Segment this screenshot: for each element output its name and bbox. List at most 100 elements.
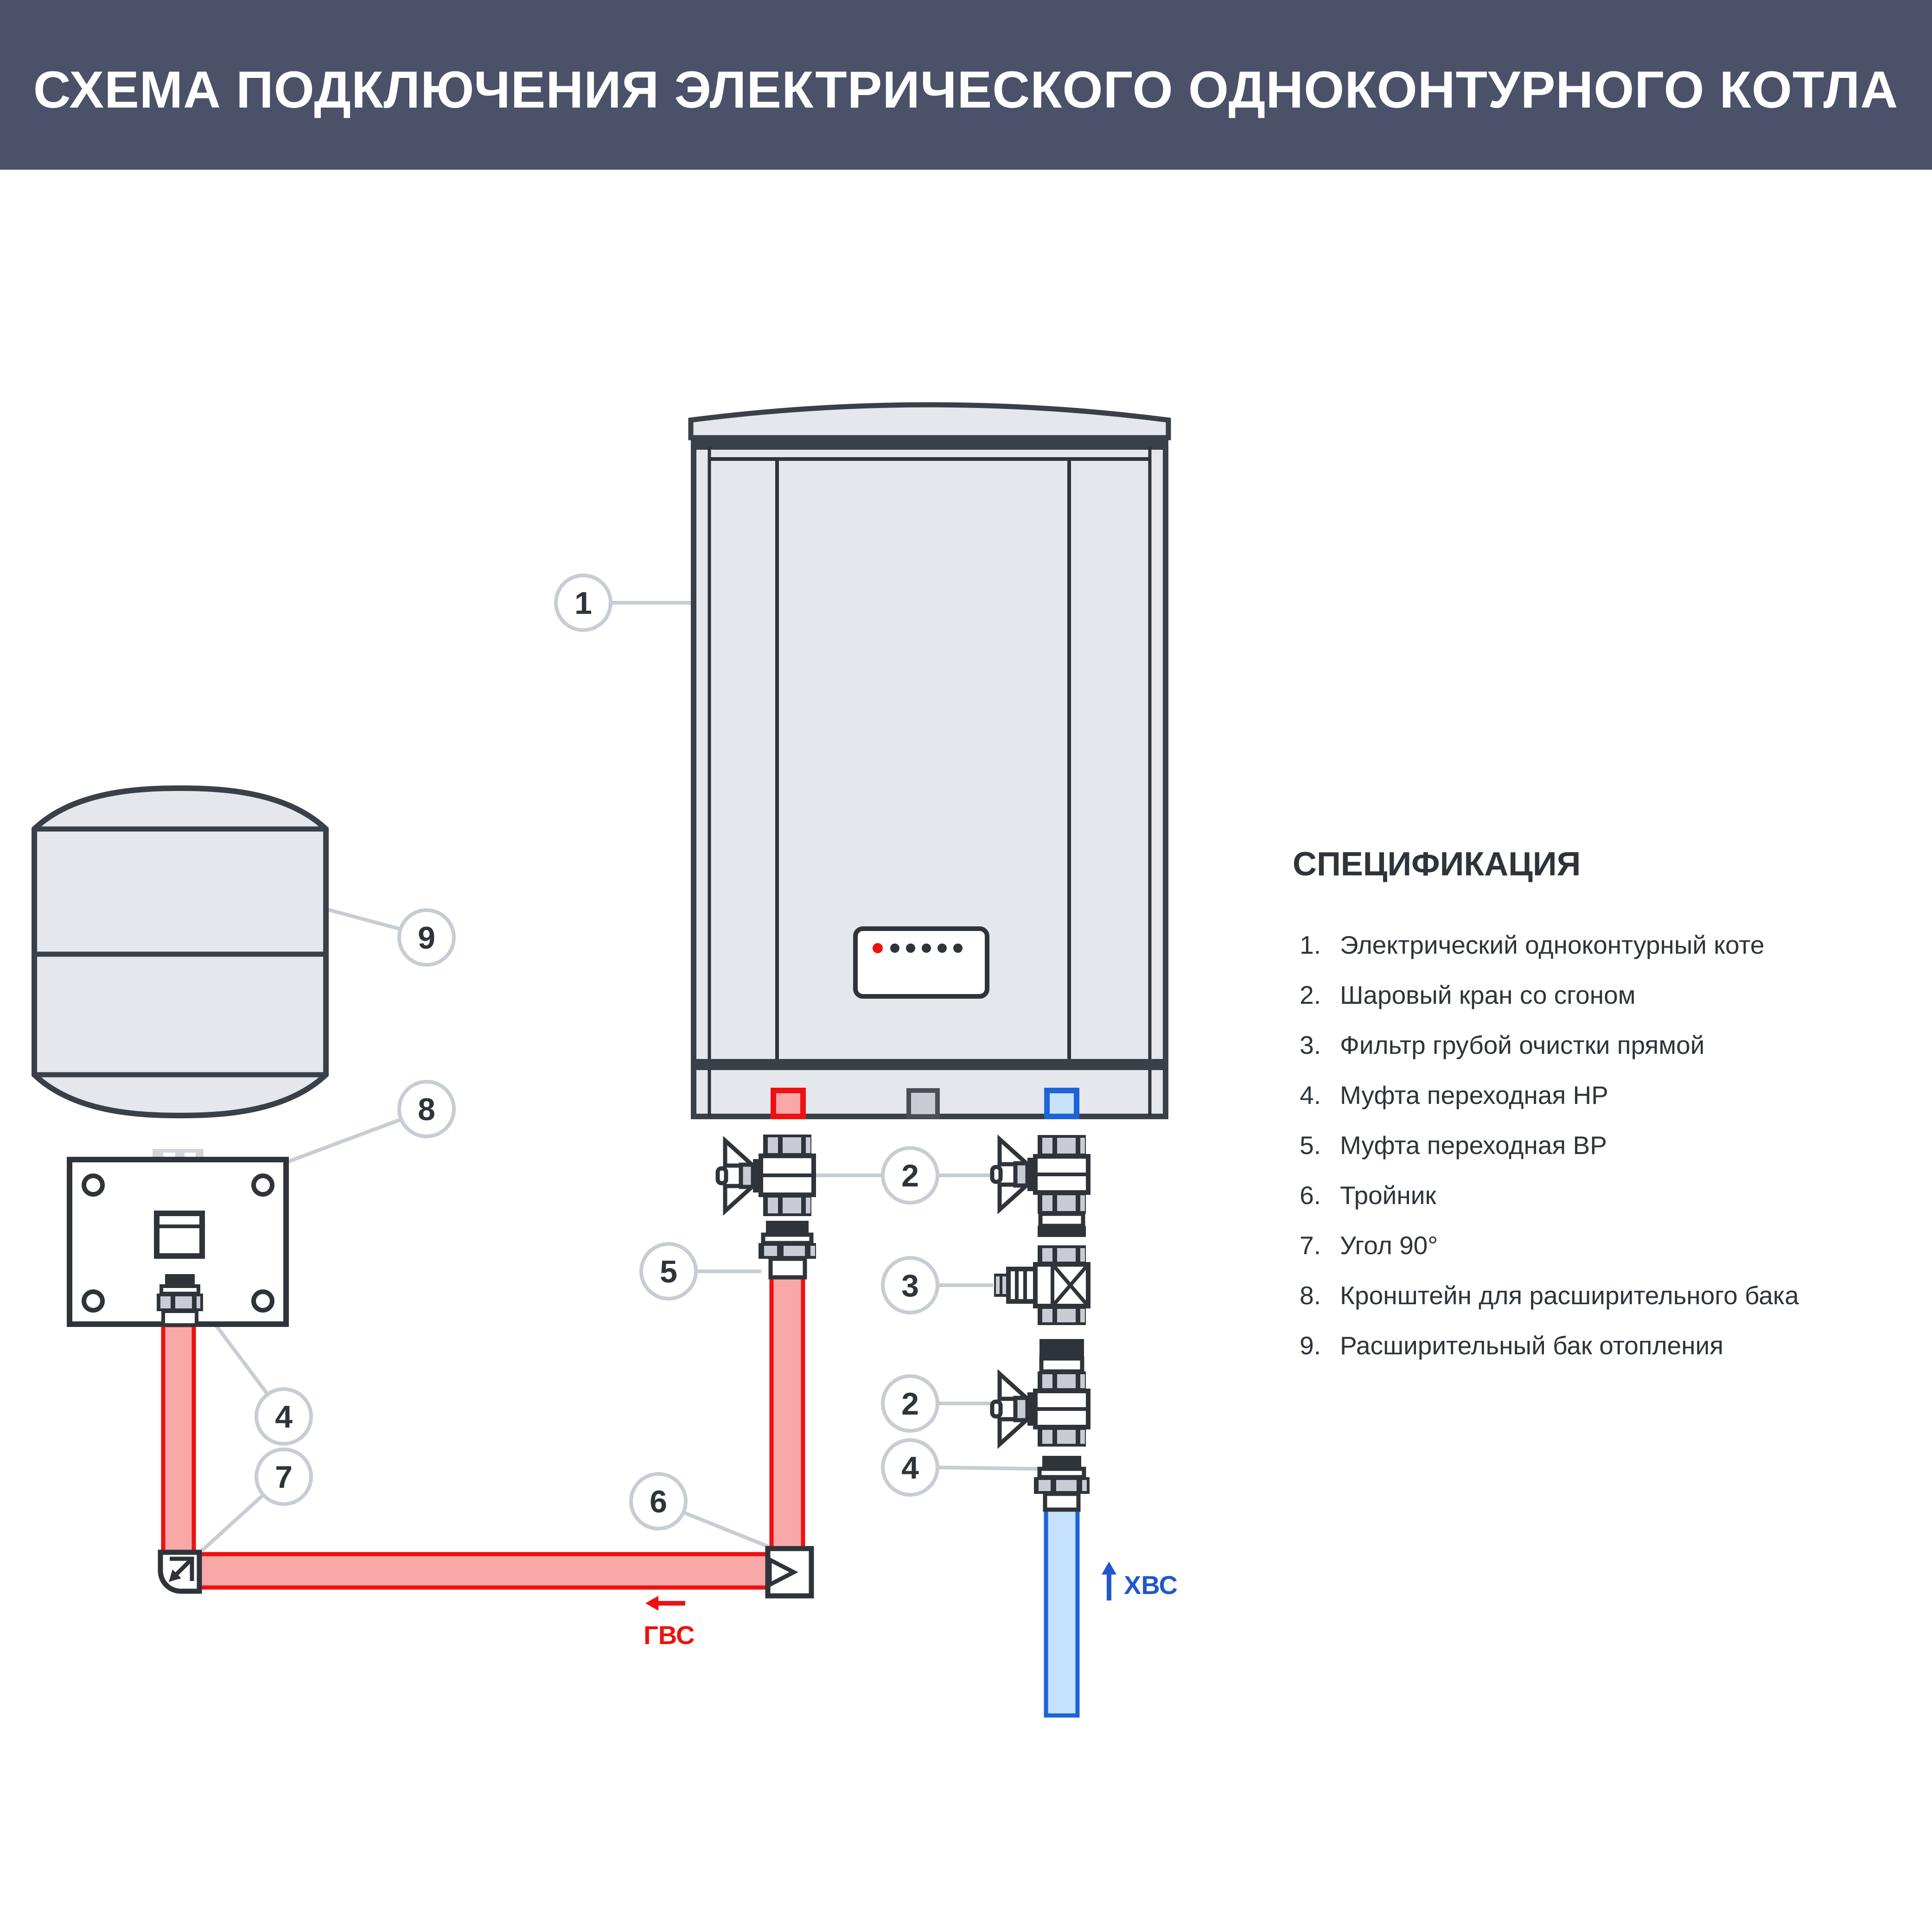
callout-circle <box>639 1242 698 1301</box>
boiler-body <box>691 444 1168 1119</box>
coupling-cap <box>766 1221 809 1235</box>
valve-cap <box>1039 1339 1084 1358</box>
callout-number: 2 <box>901 1386 919 1422</box>
thread-slot <box>1080 1138 1085 1154</box>
tee-arrow-icon <box>767 1556 798 1588</box>
filter-bowl <box>1006 1267 1038 1304</box>
hot-label-text: ГВС <box>644 1620 695 1650</box>
thread-slot <box>1057 1248 1076 1262</box>
callout-circle <box>881 1146 939 1205</box>
thread-slot <box>1080 1374 1085 1388</box>
cold-label-text: ХВС <box>1124 1570 1178 1600</box>
elbow-arrow-head-icon <box>169 1569 181 1582</box>
boiler-top-cap <box>688 402 1171 440</box>
spec-item-label: Электрический одноконтурный коте <box>1340 931 1765 959</box>
thread-slot <box>806 1137 810 1153</box>
spec-item-num: 5. <box>1300 1131 1321 1160</box>
callout-3-filter: 3 <box>881 1256 939 1314</box>
bracket-hole <box>251 1173 274 1197</box>
callout-number: 5 <box>660 1254 677 1289</box>
union-band <box>1038 1211 1085 1228</box>
boiler-stub-cold <box>1044 1088 1079 1119</box>
elbow-arrow-shaft <box>175 1557 194 1576</box>
coupling-hr-left <box>157 1274 203 1327</box>
status-led-icon <box>906 944 915 953</box>
filter-rib-slot <box>1002 1276 1006 1294</box>
spec-title: СПЕЦИФИКАЦИЯ <box>1293 846 1581 883</box>
bracket-hole <box>251 1289 274 1313</box>
callout-number: 9 <box>418 920 435 956</box>
spec-item-label: Угол 90° <box>1340 1231 1438 1260</box>
status-led-icon <box>922 944 931 953</box>
header-background <box>0 0 1932 170</box>
coupling-adapter <box>768 1256 807 1280</box>
header-bar: СХЕМА ПОДКЛЮЧЕНИЯ ЭЛЕКТРИЧЕСКОГО ОДНОКОН… <box>0 0 1932 170</box>
thread-slot <box>1080 1309 1085 1322</box>
bracket-square-port <box>154 1211 205 1259</box>
spec-item-label: Тройник <box>1340 1181 1437 1210</box>
union-dark-band <box>1038 1226 1086 1237</box>
filter-x-line <box>1051 1263 1090 1307</box>
leader-tank <box>324 907 402 931</box>
valve-pin <box>990 1399 1003 1419</box>
tee-fitting <box>765 1546 814 1599</box>
cold-pipe-vertical <box>1044 1507 1080 1718</box>
coupling-nut-slot <box>197 1296 200 1308</box>
status-led-icon <box>937 944 947 953</box>
thread-slot <box>1057 1195 1076 1211</box>
spec-item-label: Расширительный бак отопления <box>1340 1331 1723 1360</box>
thread-slot <box>1042 1195 1052 1211</box>
boiler-stub-drain <box>906 1088 940 1119</box>
valve-hub <box>739 1162 755 1189</box>
callout-number: 1 <box>574 586 592 621</box>
status-led-icon <box>890 944 899 953</box>
boiler-stub-hot <box>771 1088 806 1119</box>
thread-slot <box>1057 1374 1076 1388</box>
coupling-vr <box>759 1221 816 1280</box>
spec-item-label: Муфта переходная НР <box>1340 1081 1608 1109</box>
thread-slot <box>768 1198 778 1213</box>
thread-slot <box>1042 1374 1052 1388</box>
thread-slot <box>783 1137 801 1153</box>
coupling-nut-slot <box>810 1246 815 1256</box>
control-panel <box>853 926 989 999</box>
leader-tee <box>682 1511 770 1549</box>
spec-item-label: Муфта переходная ВР <box>1340 1131 1607 1160</box>
spec-item-label: Кронштейн для расширительного бака <box>1340 1281 1799 1310</box>
thread-slot <box>806 1198 810 1213</box>
callout-5-coupling: 5 <box>639 1242 698 1301</box>
coupling-nut-slot <box>1056 1480 1077 1491</box>
valve-pin <box>715 1166 728 1186</box>
bracket-hole <box>82 1173 105 1197</box>
spec-item-num: 1. <box>1300 931 1321 959</box>
hot-pipe-vertical-boiler <box>769 1275 805 1552</box>
elbow-90 <box>158 1549 202 1594</box>
callout-number: 7 <box>275 1460 293 1495</box>
coupling-adapter <box>161 1309 198 1327</box>
spec-item-num: 3. <box>1300 1031 1321 1059</box>
spec-item-num: 4. <box>1300 1081 1321 1109</box>
callout-number: 4 <box>901 1450 919 1486</box>
thread-slot <box>783 1198 801 1213</box>
leader-coupling-hr-right <box>937 1466 1038 1471</box>
strainer-filter <box>994 1245 1090 1325</box>
thread-slot <box>1080 1195 1085 1211</box>
callout-circle <box>629 1472 688 1530</box>
callout-circle <box>397 1080 456 1138</box>
valve-band <box>1039 1356 1084 1374</box>
control-panel-face <box>853 926 989 999</box>
spec-item-num: 7. <box>1300 1231 1321 1260</box>
coupling-band <box>1037 1467 1086 1479</box>
filter-rib-slot <box>996 1276 1000 1294</box>
callout-number: 3 <box>901 1268 919 1303</box>
coupling-band <box>159 1284 200 1295</box>
thread-slot <box>1042 1138 1052 1154</box>
thread-slot <box>1042 1309 1052 1322</box>
callout-2-top: 2 <box>881 1146 939 1205</box>
hot-pipe-vertical-left <box>161 1323 196 1556</box>
spec-item-label: Шаровый кран со сгоном <box>1340 981 1636 1009</box>
coupling-nut-slot <box>764 1246 777 1256</box>
callout-number: 6 <box>650 1484 667 1519</box>
